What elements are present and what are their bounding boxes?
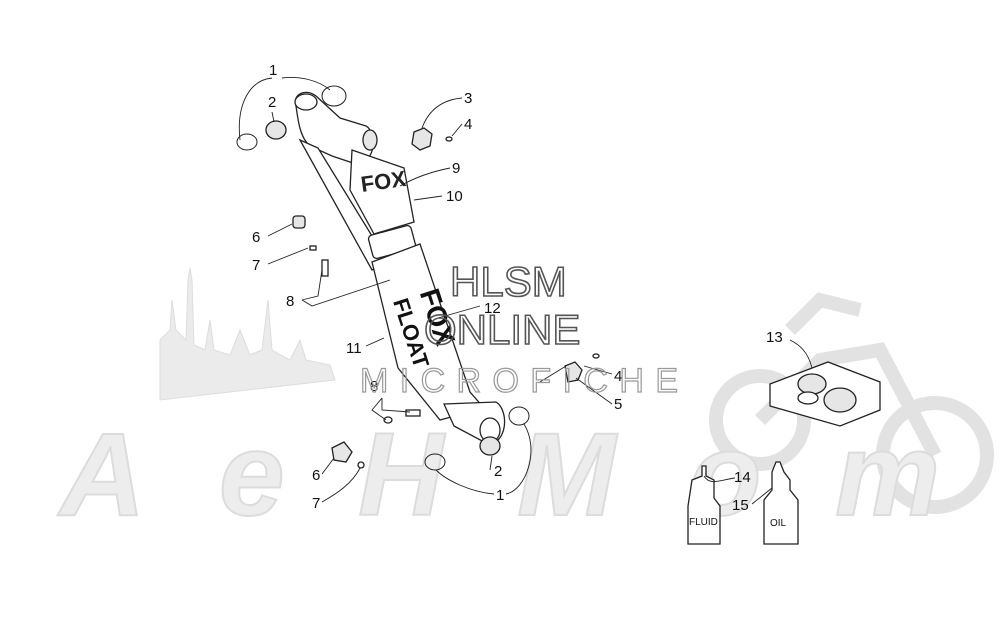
callout-1-upper: 1 [269,62,277,79]
bushing-lower [479,436,501,456]
upper-eyelet [294,93,318,111]
leader-lines [238,77,813,505]
valve-stem-upper [321,259,329,277]
callout-5: 5 [614,396,622,413]
valve-cap-lower [331,441,353,463]
valve-cap-upper [292,215,306,229]
hardware-parts [236,85,600,471]
kit-ring-a [797,373,827,395]
seal-kit-tray [769,361,881,427]
locknut-lower [564,361,583,383]
callout-7-upper: 7 [252,257,260,274]
air-sleeve [349,149,415,235]
kit-ring-b [823,387,857,413]
watermark-line-3: MICROFICHE [360,362,678,400]
callout-11: 11 [346,340,362,357]
shock-absorber: FOX FOX FLOAT [294,91,506,443]
o-ring-lower-left [424,453,446,471]
callout-13: 13 [766,329,783,346]
bottle-oil: OIL [763,461,799,545]
pin-upper [445,136,453,142]
pin-lower [592,353,600,359]
seal-kit [769,361,881,427]
callout-6-lower: 6 [312,467,320,484]
o-ring-lower-right [508,406,530,426]
callout-12: 12 [484,300,501,317]
mount-bolt-end [362,129,378,151]
callout-15: 15 [732,497,749,514]
locknut-upper [411,127,433,151]
callout-2-upper: 2 [268,94,276,111]
callout-2-lower: 2 [494,463,502,480]
valve-seal-lower [357,461,365,469]
bottle-fluid: FLUID [687,465,721,545]
valve-seal-lower-a [383,416,393,424]
callout-1-lower: 1 [496,487,504,504]
valve-seal-upper [309,245,317,251]
callout-labels: 1 2 3 4 9 10 6 7 8 12 11 13 8 4 5 6 2 7 … [252,62,783,514]
callout-3: 3 [464,90,472,107]
bottle-fluid-label: FLUID [689,517,718,528]
callout-14: 14 [734,469,751,486]
callout-4-lower: 4 [614,368,622,385]
callout-7-lower: 7 [312,495,320,512]
o-ring-upper-left [236,133,258,151]
kit-ring-c [797,391,819,405]
bottle-oil-label: OIL [770,518,787,529]
callout-4-upper: 4 [464,116,472,133]
valve-stem-lower [405,409,421,417]
o-ring-upper-right [321,85,347,107]
callout-8-upper: 8 [286,293,294,310]
watermark-line-2: ONLINE [424,306,580,353]
bushing-upper [265,120,287,140]
callout-9: 9 [452,160,460,177]
callout-10: 10 [446,188,463,205]
callout-6-upper: 6 [252,229,260,246]
callout-8-lower: 8 [370,378,378,395]
skyline-silhouette [159,267,336,401]
watermark-line-1: HLSM [450,258,567,305]
